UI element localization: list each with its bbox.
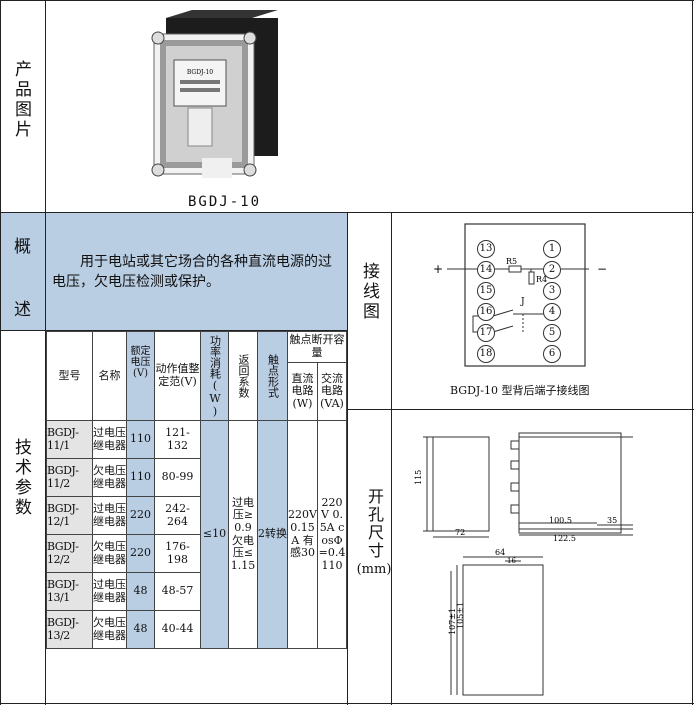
terminal: 14 bbox=[477, 261, 495, 279]
th-contact: 触点形式 bbox=[257, 331, 288, 421]
r5-label: R5 bbox=[506, 257, 517, 266]
terminal: 1 bbox=[543, 240, 561, 258]
dim-105: 105±1 bbox=[456, 602, 465, 629]
wiring-diagram: + − R5 R4 J bbox=[433, 223, 607, 367]
cell-range: 40-44 bbox=[154, 610, 201, 649]
cell-range: 121-132 bbox=[154, 420, 201, 459]
terminal: 17 bbox=[477, 324, 495, 342]
border-right bbox=[692, 0, 693, 705]
cell-model: BGDJ-11/1 bbox=[46, 420, 93, 459]
cell-model: BGDJ-12/2 bbox=[46, 534, 93, 573]
overview-label-char-2: 述 bbox=[14, 300, 31, 320]
product-caption: BGDJ-10 bbox=[188, 194, 262, 210]
terminal: 13 bbox=[477, 240, 495, 258]
cell-name: 过电压继电器 bbox=[92, 420, 127, 459]
cell-rated: 48 bbox=[126, 572, 155, 611]
dim-115: 115 bbox=[414, 470, 423, 485]
j-label: J bbox=[520, 297, 525, 307]
th-capacity: 触点断开容量 bbox=[287, 331, 347, 363]
overview-label-char-1: 概 bbox=[14, 237, 31, 257]
dimension-drawing: 115 72 100.5 122.5 35 64 16 107±1 105±1 bbox=[414, 432, 633, 696]
th-name: 名称 bbox=[92, 331, 127, 421]
cell-power: ≤10 bbox=[200, 420, 229, 649]
dim-100-5: 100.5 bbox=[549, 516, 572, 525]
cell-ac: 220V 0.5A cosΦ=0.4 110 bbox=[317, 420, 347, 649]
cell-model: BGDJ-13/2 bbox=[46, 610, 93, 649]
params-label: 技术参数 bbox=[11, 438, 31, 518]
th-dc: 直流电路(W) bbox=[287, 362, 318, 421]
overview-label: 概 述 bbox=[14, 232, 34, 320]
cutout-label: 开孔尺寸 (mm) bbox=[356, 488, 392, 577]
th-return: 返回系数 bbox=[228, 331, 258, 421]
th-rated-text: 额定电压(V) bbox=[130, 346, 151, 379]
cell-name: 欠电压继电器 bbox=[92, 458, 127, 497]
border-left bbox=[0, 0, 1, 705]
cell-model: BGDJ-12/1 bbox=[46, 496, 93, 535]
right-inner-divider bbox=[391, 212, 392, 705]
cell-name: 过电压继电器 bbox=[92, 496, 127, 535]
th-model: 型号 bbox=[46, 331, 93, 421]
cell-contact: 2转换 bbox=[257, 420, 288, 649]
overview-text: 用于电站或其它场合的各种直流电源的过电压，欠电压检测或保护。 bbox=[52, 254, 332, 290]
terminal: 2 bbox=[543, 261, 561, 279]
mid-col-divider bbox=[347, 212, 348, 705]
terminal: 3 bbox=[543, 282, 561, 300]
dim-107: 107±1 bbox=[448, 608, 457, 635]
th-power: 功率消耗(W) bbox=[200, 331, 229, 421]
terminal: 5 bbox=[543, 324, 561, 342]
th-ac: 交流电路(VA) bbox=[317, 362, 347, 421]
dim-16: 16 bbox=[507, 557, 516, 565]
cell-range: 48-57 bbox=[154, 572, 201, 611]
th-return-text: 返回系数 bbox=[237, 354, 251, 398]
wiring-minus: − bbox=[597, 262, 607, 276]
border-top bbox=[0, 0, 694, 1]
terminal: 15 bbox=[477, 282, 495, 300]
wiring-terminals: 13 14 15 16 17 18 1 2 3 4 5 6 bbox=[393, 214, 691, 408]
spec-table: 型号 名称 额定电压(V) 动作值整定范(V) 功率消耗(W) 返回系数 触点形… bbox=[46, 331, 347, 649]
r4-label: R4 bbox=[536, 275, 547, 284]
cell-model: BGDJ-11/2 bbox=[46, 458, 93, 497]
product-photo: BGDJ-10 bbox=[151, 10, 278, 178]
cell-rated: 220 bbox=[126, 496, 155, 535]
terminal: 6 bbox=[543, 345, 561, 363]
th-range: 动作值整定范(V) bbox=[154, 331, 201, 421]
th-rated: 额定电压(V) bbox=[126, 331, 155, 421]
cell-range: 176-198 bbox=[154, 534, 201, 573]
wiring-caption: BGDJ-10 型背后端子接线图 bbox=[450, 384, 590, 397]
cell-rated: 48 bbox=[126, 610, 155, 649]
dim-122-5: 122.5 bbox=[553, 534, 576, 543]
cell-rated: 110 bbox=[126, 458, 155, 497]
cell-rated: 110 bbox=[126, 420, 155, 459]
device-face-label: BGDJ-10 bbox=[187, 69, 213, 76]
th-contact-text: 触点形式 bbox=[266, 354, 280, 398]
wiring-label: 接线图 bbox=[359, 262, 379, 322]
dim-72: 72 bbox=[455, 528, 465, 537]
overview-label-cell bbox=[1, 213, 45, 330]
photo-label: 产品图片 bbox=[11, 60, 31, 140]
terminal: 16 bbox=[477, 303, 495, 321]
overview-cell bbox=[46, 213, 347, 330]
wiring-plus: + bbox=[433, 262, 443, 276]
cell-name: 欠电压继电器 bbox=[92, 534, 127, 573]
cell-name: 过电压继电器 bbox=[92, 572, 127, 611]
row-divider-2 bbox=[0, 330, 348, 331]
cell-dc: 220V 0.15A 有感30 bbox=[287, 420, 318, 649]
cell-return: 过电压≥0.9欠电压≤1.15 bbox=[228, 420, 258, 649]
cell-model: BGDJ-13/1 bbox=[46, 572, 93, 611]
dim-64: 64 bbox=[495, 548, 505, 557]
label-col-divider bbox=[45, 0, 46, 705]
th-power-text: 功率消耗(W) bbox=[208, 334, 222, 418]
terminal: 4 bbox=[543, 303, 561, 321]
cell-range: 242-264 bbox=[154, 496, 201, 535]
cutout-unit: (mm) bbox=[356, 562, 392, 577]
terminal: 18 bbox=[477, 345, 495, 363]
cell-range: 80-99 bbox=[154, 458, 201, 497]
right-row-divider bbox=[347, 409, 694, 410]
cutout-label-text: 开孔尺寸 bbox=[365, 488, 384, 560]
cell-name: 欠电压继电器 bbox=[92, 610, 127, 649]
dim-35: 35 bbox=[607, 516, 617, 525]
cell-rated: 220 bbox=[126, 534, 155, 573]
